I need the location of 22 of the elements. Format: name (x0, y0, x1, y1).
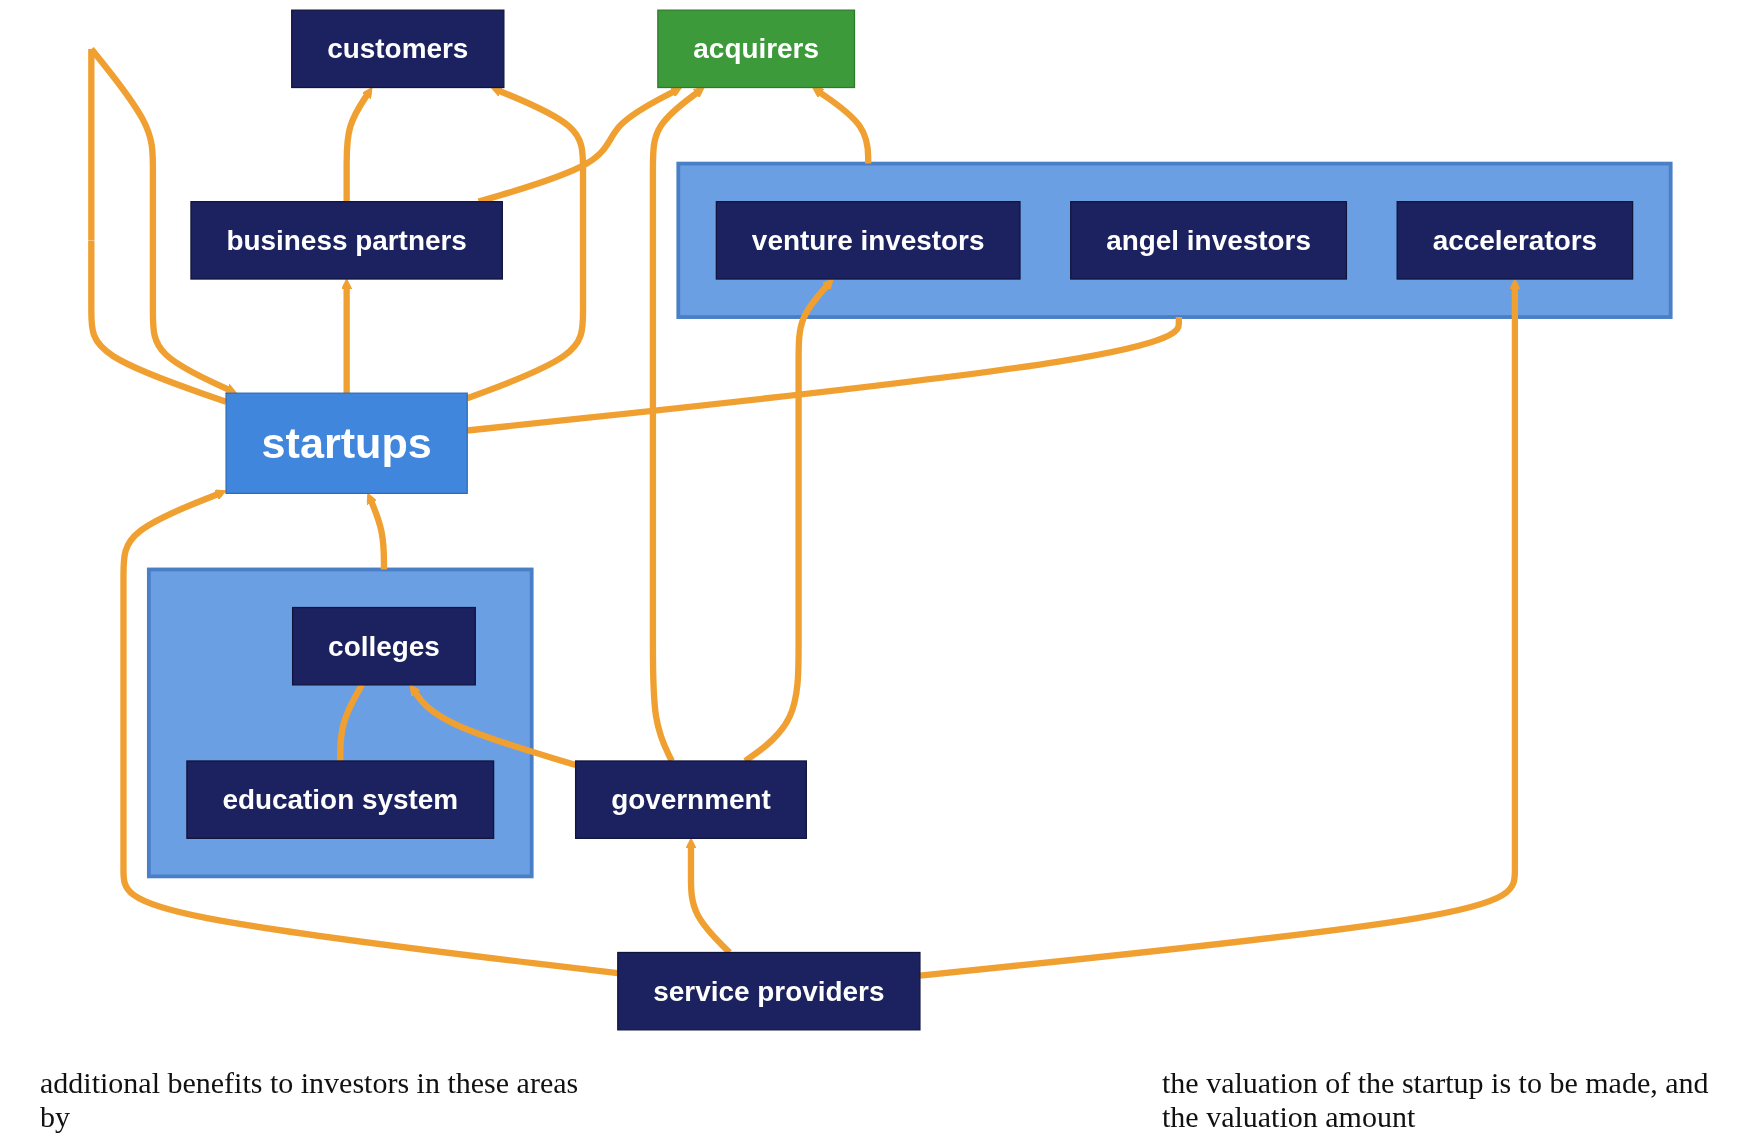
connector (337, 683, 365, 761)
node-box: startups (225, 392, 468, 494)
cluster (146, 567, 534, 879)
node-box: service providers (617, 951, 921, 1031)
node-box: customers (291, 9, 505, 89)
node-box: government (574, 760, 807, 839)
node-box: colleges (291, 606, 476, 686)
node-box: venture investors (715, 201, 1021, 280)
node-box: accelerators (1396, 201, 1634, 280)
body-text: the valuation of the startup is to be made, and the valuation amount (1162, 1066, 1710, 1134)
arrow (343, 87, 373, 202)
node-box: business partners (190, 201, 503, 280)
arrow (919, 278, 1521, 979)
node-box: acquirers (657, 9, 856, 89)
node-box: education system (186, 760, 495, 839)
arrow (341, 278, 353, 394)
body-text: additional benefits to investors in these areas by (40, 1066, 580, 1134)
arrow (812, 87, 872, 164)
node-box: angel investors (1070, 201, 1348, 280)
arrow (366, 492, 388, 570)
arrow (466, 86, 587, 402)
cluster (676, 161, 1673, 319)
